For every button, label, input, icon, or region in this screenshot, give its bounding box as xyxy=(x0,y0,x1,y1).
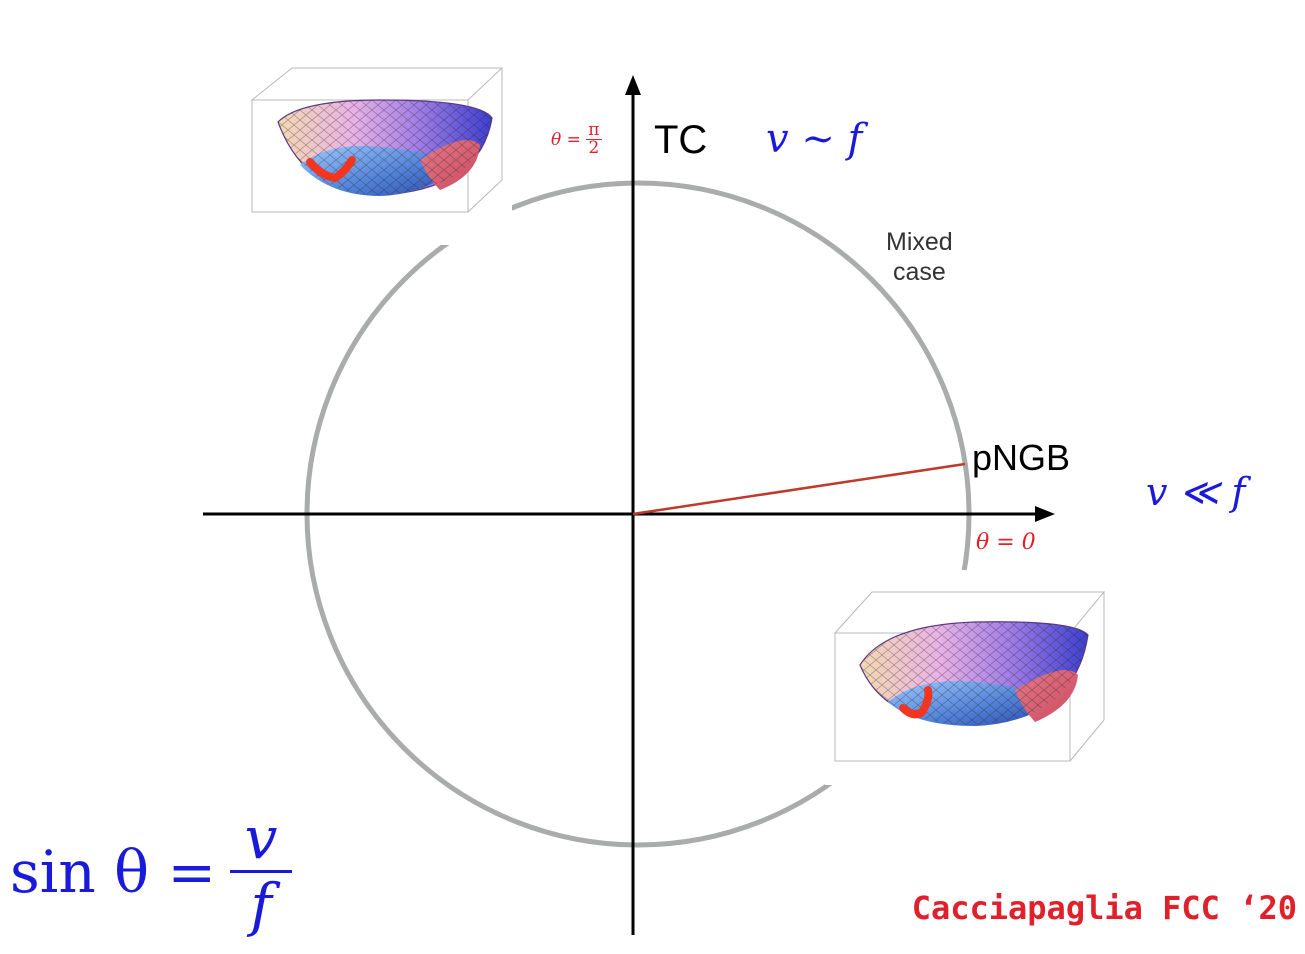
mixed-case-line-2: case xyxy=(892,258,946,286)
theta-pi-over-2-label: θ = π 2 xyxy=(551,122,602,157)
theta-top-denominator: 2 xyxy=(588,138,600,158)
pngb-label: pNGB xyxy=(972,437,1071,478)
pngb-relation-label: v ≪ f xyxy=(1146,470,1246,514)
credit-label: Cacciapaglia FCC ‘20 xyxy=(911,889,1297,927)
theta-top-numerator: π xyxy=(588,120,600,140)
formula-lhs: sin θ = xyxy=(10,837,217,906)
sin-theta-formula: sin θ = v f xyxy=(10,804,293,939)
x-axis-arrow xyxy=(1035,506,1055,522)
tc-relation-label: v ∼ f xyxy=(766,116,863,162)
mexican-hat-potential-top-icon xyxy=(250,67,504,213)
y-axis-arrow xyxy=(625,75,641,95)
theta-top-lhs: θ = xyxy=(551,129,581,150)
tc-label: TC xyxy=(654,118,708,162)
theta-vector xyxy=(632,462,966,516)
formula-denominator: f xyxy=(250,871,272,939)
mixed-case-line-1: Mixed xyxy=(886,228,953,256)
theta-zero-label: θ = 0 xyxy=(976,530,1036,555)
formula-numerator: v xyxy=(244,804,278,872)
mixed-case-label: Mixed case xyxy=(886,227,953,287)
mexican-hat-potential-bottom-icon xyxy=(833,591,1106,762)
